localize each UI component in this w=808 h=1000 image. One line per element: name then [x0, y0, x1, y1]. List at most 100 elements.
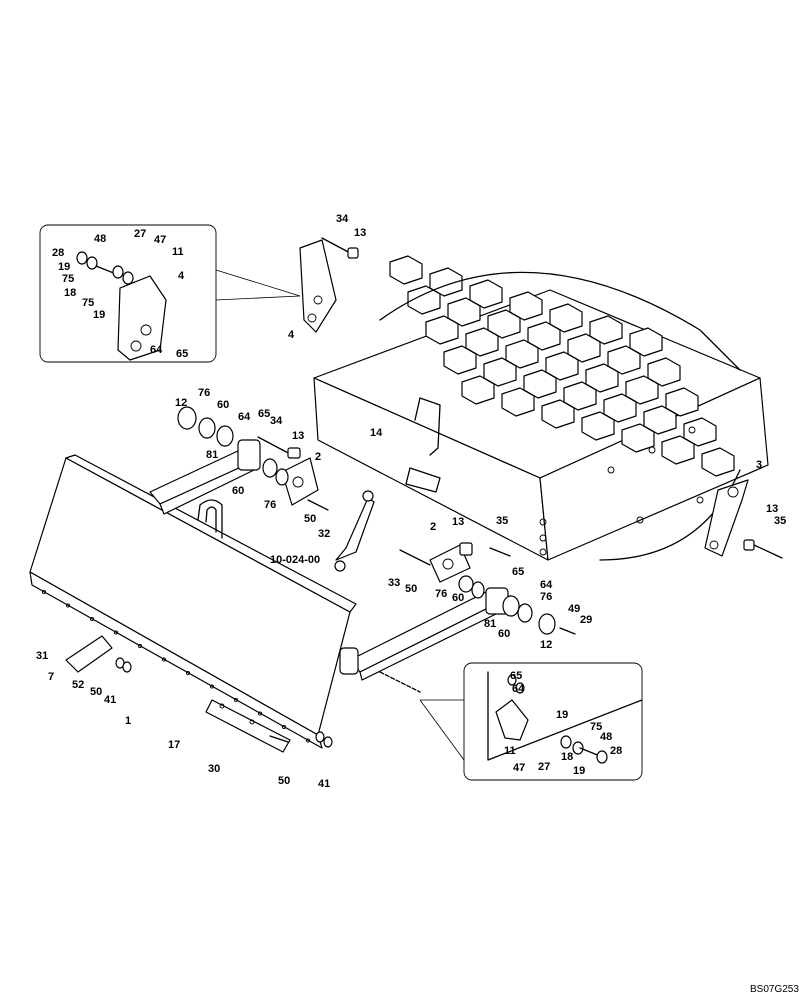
- inset-left-callout: 64: [150, 344, 163, 356]
- main-callout: 1: [125, 715, 131, 727]
- main-callout: 81: [484, 618, 496, 630]
- main-callout: 32: [318, 528, 330, 540]
- inset-left-callout: 11: [172, 246, 184, 258]
- drawing-code: BS07G253: [750, 984, 799, 995]
- inset-right-callout: 47: [513, 762, 525, 774]
- main-callout: 60: [232, 485, 244, 497]
- blade-hole: [257, 711, 263, 716]
- main-callout: 81: [206, 449, 218, 461]
- main-callout: 34: [270, 415, 283, 427]
- main-callout: 76: [198, 387, 210, 399]
- inset-right-callout: 48: [600, 731, 612, 743]
- main-callout: 64: [238, 411, 251, 423]
- main-callout: 50: [278, 775, 290, 787]
- blade-hole: [89, 616, 95, 622]
- inset-left-callout: 18: [64, 287, 76, 299]
- main-callout: 34: [336, 213, 349, 225]
- blade-hole: [305, 738, 311, 743]
- inset-right-callout: 64: [512, 683, 525, 695]
- main-callout: 12: [540, 639, 552, 651]
- drum-pad: [581, 411, 615, 441]
- main-callout: 17: [168, 739, 180, 751]
- blade-hole: [137, 643, 143, 649]
- main-callout: 41: [318, 778, 330, 790]
- inset-right-callout: 19: [573, 765, 585, 777]
- inset-left-callout: 19: [58, 261, 70, 273]
- drum-pad: [621, 423, 655, 453]
- blade-hole: [281, 724, 287, 730]
- drum-pad: [661, 435, 695, 465]
- inset-left-callout: 75: [82, 297, 94, 309]
- drum-pad: [701, 447, 735, 477]
- main-callout: 12: [175, 397, 187, 409]
- inset-right-callout: 75: [590, 721, 602, 733]
- main-callout: 30: [208, 763, 220, 775]
- main-callout: 33: [388, 577, 400, 589]
- inset-left-callout: 48: [94, 233, 106, 245]
- inset-left-callout: 47: [154, 234, 166, 246]
- drum-pad: [461, 375, 495, 405]
- main-callout: 60: [452, 592, 464, 604]
- inset-right: [419, 662, 643, 781]
- main-callout: 13: [354, 227, 366, 239]
- blade-hole: [65, 603, 71, 608]
- main-callout: 64: [540, 579, 553, 591]
- main-callout: 13: [766, 503, 778, 515]
- drum-pad: [425, 315, 459, 345]
- main-callout: 35: [774, 515, 786, 527]
- inset-left-callout: 27: [134, 228, 146, 240]
- main-callout: 65: [258, 408, 270, 420]
- inset-right-callout: 28: [610, 745, 622, 757]
- inset-left: [39, 224, 301, 363]
- main-callout: 2: [430, 521, 436, 533]
- inset-left-callout: 75: [62, 273, 74, 285]
- inset-right-callout: 19: [556, 709, 568, 721]
- main-callout: 2: [315, 451, 321, 463]
- drum-frame: [313, 255, 769, 561]
- blade-hole: [185, 670, 191, 676]
- inset-left-callout: 28: [52, 247, 64, 259]
- inset-right-callout: 27: [538, 761, 550, 773]
- main-callout: 3: [756, 459, 762, 471]
- main-callout: 49: [568, 603, 580, 615]
- main-callout: 31: [36, 650, 48, 662]
- dozer-blade: [29, 439, 509, 753]
- blade-hole: [209, 684, 215, 689]
- main-callout: 7: [48, 671, 54, 683]
- main-callout: 76: [264, 499, 276, 511]
- main-callout: 4: [288, 329, 295, 341]
- drum-pad: [407, 285, 441, 315]
- drum-pad: [443, 345, 477, 375]
- main-callout: 10-024-00: [270, 554, 320, 566]
- inset-left-callout: 65: [176, 348, 188, 360]
- drum-pad: [389, 255, 423, 285]
- main-callout: 50: [405, 583, 417, 595]
- main-callout: 52: [72, 679, 84, 691]
- main-callout: 76: [435, 588, 447, 600]
- main-callout: 65: [512, 566, 524, 578]
- blade-hole: [233, 697, 239, 703]
- inset-left-callout: 4: [178, 270, 185, 282]
- main-callout: 13: [292, 430, 304, 442]
- main-callout: 14: [370, 427, 383, 439]
- blade-hole: [41, 589, 47, 595]
- inset-right-callout: 65: [510, 670, 522, 682]
- hardware: [115, 237, 783, 748]
- main-callout: 60: [498, 628, 510, 640]
- main-callout: 29: [580, 614, 592, 626]
- inset-right-callout: 18: [561, 751, 573, 763]
- main-callout: 41: [104, 694, 116, 706]
- main-callout: 13: [452, 516, 464, 528]
- main-callout: 60: [217, 399, 229, 411]
- drum-pad: [501, 387, 535, 417]
- drum-pad: [541, 399, 575, 429]
- blade-hole: [113, 630, 119, 635]
- main-callout: 76: [540, 591, 552, 603]
- inset-right-callout: 11: [504, 745, 516, 757]
- blade-hole: [161, 657, 167, 662]
- main-callout: 35: [496, 515, 508, 527]
- main-callout: 50: [304, 513, 316, 525]
- inset-left-callout: 19: [93, 309, 105, 321]
